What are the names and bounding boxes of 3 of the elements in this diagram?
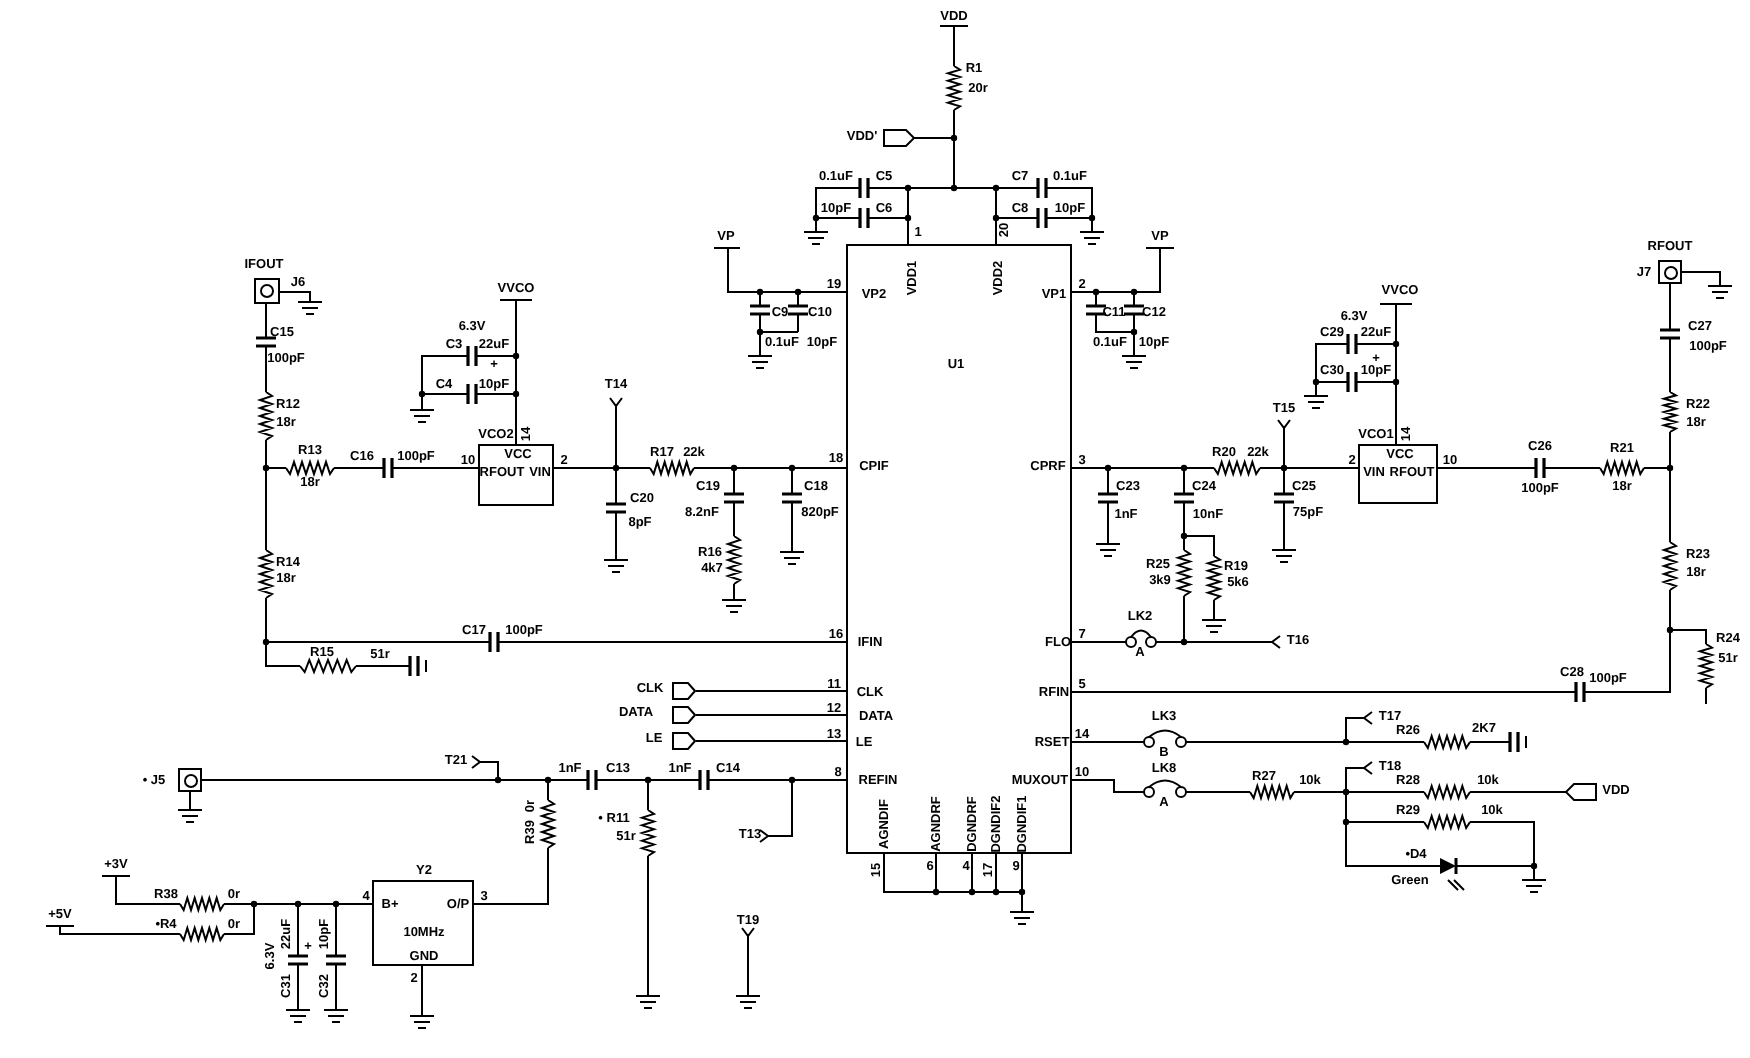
wire [695, 690, 847, 692]
wire [695, 714, 847, 716]
wire [695, 740, 847, 742]
